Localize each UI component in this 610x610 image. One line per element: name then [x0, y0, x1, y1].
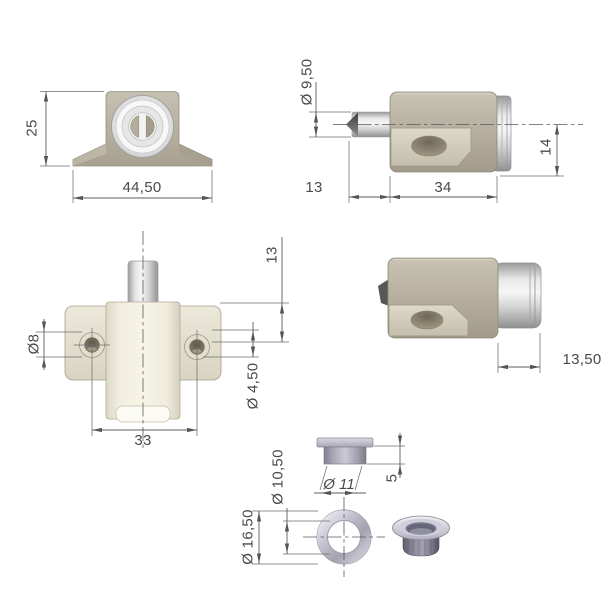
view-front-lock: 25 44,50 — [23, 91, 213, 203]
dimension-label: Ø 10,50 — [269, 449, 286, 504]
dimension-label: Ø 11 — [322, 476, 354, 493]
lock-cylinder — [493, 262, 542, 329]
dim-plunger-diameter: Ø 9,50 — [298, 59, 351, 138]
keyhole-right-half — [145, 115, 155, 138]
view-bush-top: Ø 10,50 Ø 16,50 — [239, 449, 385, 577]
dimension-label: Ø 16,50 — [239, 509, 256, 564]
dim-pin-to-holes: 13 — [212, 237, 289, 343]
plunger-tip-rear — [378, 279, 389, 306]
dimension-label: 13 — [305, 179, 322, 196]
extension-line — [319, 465, 328, 491]
dimension-label: 5 — [383, 474, 400, 483]
dimension-label: 14 — [537, 138, 554, 155]
dim-cylinder-protrusion: 13,50 — [497, 333, 601, 373]
dim-bush-bore: Ø 10,50 — [269, 449, 330, 555]
dim-screw-hole: Ø 4,50 — [203, 322, 261, 409]
keyhole-left-half — [130, 115, 140, 138]
view-side-cylinder: 13,50 — [378, 257, 601, 373]
mount-slot-hole2 — [410, 310, 444, 330]
extension-line — [354, 465, 363, 491]
dimension-label: Ø 4,50 — [244, 363, 261, 410]
dim-mount-hole: Ø8 — [25, 319, 82, 370]
dim-plunger-length: 13 — [305, 141, 390, 203]
dimension-label: Ø 9,50 — [298, 59, 315, 106]
dim-body-length: 34 — [389, 176, 498, 203]
view-top-lock: 13 Ø8 Ø 4,50 33 — [25, 231, 289, 449]
dim-hole-spacing: 33 — [91, 363, 198, 449]
bush-3d-bore-glint — [410, 528, 432, 535]
bush-flange-side — [316, 437, 374, 448]
mount-slot-hole — [411, 135, 447, 157]
lock-front-body-shade — [179, 144, 212, 166]
dim-bush-flange: Ø 16,50 — [239, 509, 318, 565]
lock-front-body-light — [73, 144, 106, 166]
dimension-label: 25 — [23, 119, 40, 136]
dim-body-height: 14 — [500, 124, 564, 177]
dim-bush-barrel: Ø 11 — [314, 465, 366, 496]
dim-front-width: 44,50 — [72, 170, 213, 203]
dim-bush-height: 5 — [367, 433, 405, 482]
dimension-label: 13,50 — [562, 351, 601, 368]
dimension-label: 44,50 — [122, 179, 161, 196]
dim-front-height: 25 — [23, 91, 104, 167]
view-side-plunger: Ø 9,50 13 34 14 — [298, 59, 583, 203]
dimension-label: 34 — [434, 179, 451, 196]
dimension-label: Ø8 — [25, 334, 42, 355]
bush-barrel-side — [323, 446, 367, 465]
view-bush-side: 5 Ø 11 — [314, 433, 405, 496]
dimension-label: 13 — [263, 246, 280, 263]
view-bush-perspective — [392, 515, 450, 557]
dimension-label: 33 — [134, 432, 151, 449]
